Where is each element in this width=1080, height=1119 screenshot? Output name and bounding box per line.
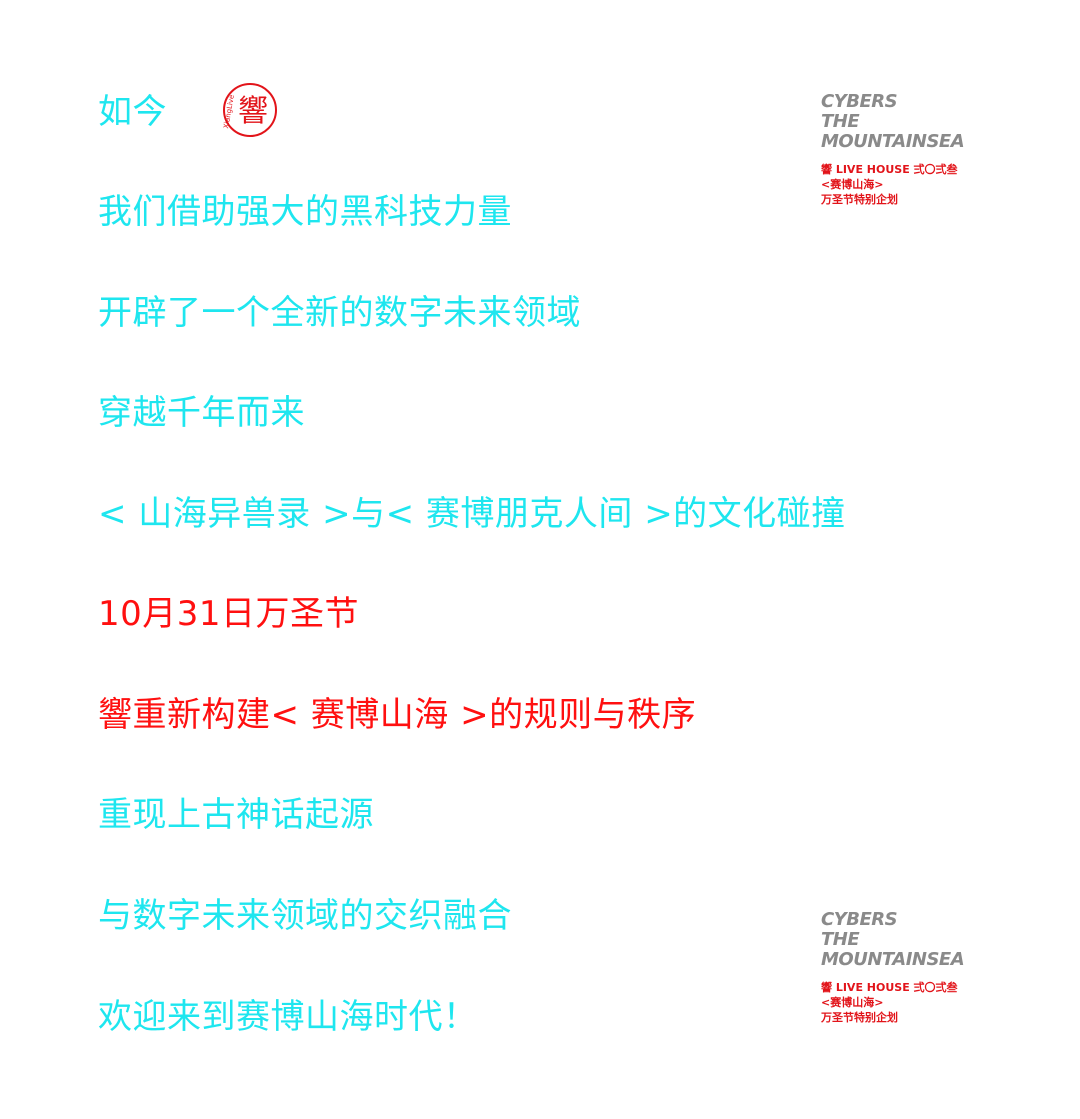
text-line-3: 穿越千年而来 [98,393,305,433]
brand-subtitle: 響 LIVE HOUSE 弍〇弍叁 <赛博山海> 万圣节特别企划 [821,162,991,207]
brand-title-line-3: MOUNTAINSEA [821,131,965,152]
text-line-2: 开辟了一个全新的数字未来领域 [98,293,581,333]
text-line-1: 我们借助强大的黑科技力量 [98,192,512,232]
brand-title-line-2: THE [821,111,860,132]
brand-subtitle: 響 LIVE HOUSE 弍〇弍叁 <赛博山海> 万圣节特别企划 [821,980,991,1025]
brand-sub-line-2: <赛博山海> [821,996,884,1009]
text-line-0: 如今 [98,92,167,132]
seal-side-text: XiangLive [222,94,236,129]
text-line-6: 響重新构建< 赛博山海 >的规则与秩序 [98,695,697,735]
brand-sub-line-2: <赛博山海> [821,178,884,191]
brand-sub-line-1: 響 LIVE HOUSE 弍〇弍叁 [821,981,958,994]
brand-title-line-1: CYBERS [821,909,898,930]
brand-sub-line-3: 万圣节特别企划 [821,193,898,206]
brand-title-line-1: CYBERS [821,91,898,112]
brand-block-top: CYBERS THE MOUNTAINSEA 響 LIVE HOUSE 弍〇弍叁… [821,92,991,207]
seal-glyph: 響 [238,94,268,129]
brand-title-line-3: MOUNTAINSEA [821,949,965,970]
brand-sub-line-1: 響 LIVE HOUSE 弍〇弍叁 [821,163,958,176]
brand-title-line-2: THE [821,929,860,950]
text-line-4: < 山海异兽录 >与< 赛博朋克人间 >的文化碰撞 [98,494,846,534]
text-line-9: 欢迎来到赛博山海时代！ [98,997,478,1037]
text-line-5: 10月31日万圣节 [98,594,360,634]
text-line-8: 与数字未来领域的交织融合 [98,896,512,936]
brand-block-bottom: CYBERS THE MOUNTAINSEA 響 LIVE HOUSE 弍〇弍叁… [821,910,991,1025]
text-line-7: 重现上古神话起源 [98,795,374,835]
xiang-seal-logo: 響 XiangLive [222,83,277,137]
brand-sub-line-3: 万圣节特别企划 [821,1011,898,1024]
